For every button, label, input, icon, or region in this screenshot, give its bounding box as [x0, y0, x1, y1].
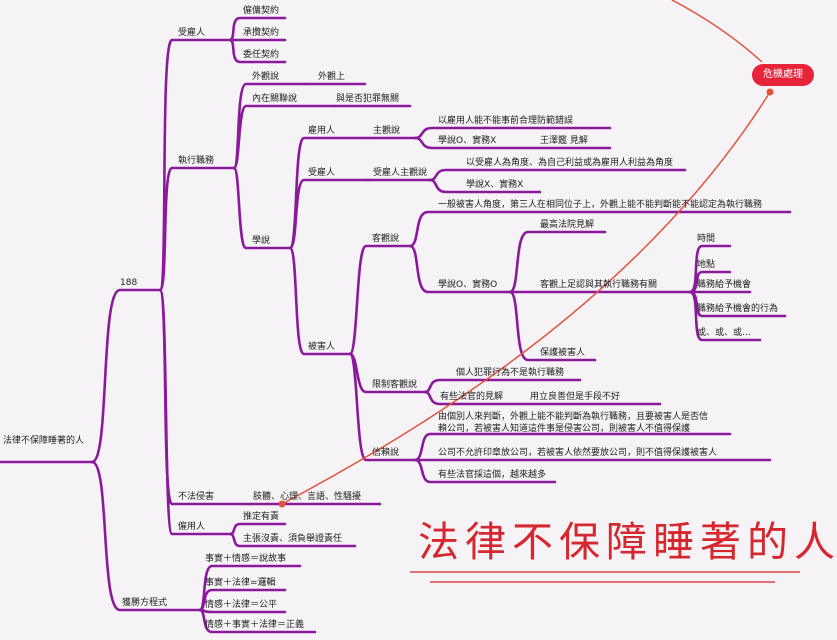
- node-objective-appearance-note: 外觀上: [318, 72, 346, 82]
- reliance-criterion-1: 由個別人來判斷，外觀上能不能判斷為執行職務，且要被害人是否信: [438, 412, 709, 422]
- contract-employment: 僱傭契約: [243, 6, 280, 16]
- formula-logic: 事實＋法律=邏輯: [205, 578, 276, 588]
- node-limited-objective: 限制客觀說: [372, 380, 418, 390]
- supreme-court-view: 最高法院見解: [540, 220, 595, 230]
- presumed-fault: 推定有責: [243, 512, 280, 522]
- node-employer-subjective: 主觀說: [373, 126, 401, 136]
- node-objective-theory: 客觀說: [372, 234, 400, 244]
- factor-time: 時間: [697, 234, 716, 244]
- objective-sufficient: 客觀上足認與其執行職務有關: [540, 280, 658, 290]
- limited-objective-crime: 個人犯罪行為不是執行職務: [456, 368, 565, 378]
- factor-opportunity-act: 職務給予機會的行為: [697, 304, 779, 314]
- factor-opportunity: 職務給予機會: [697, 280, 752, 290]
- formula-justice: 情感＋事實＋法律＝正義: [205, 620, 305, 630]
- reliance-criterion-2: 賴公司，若被害人知道這件事是侵害公司，則被害人不值得保護: [438, 424, 691, 434]
- employee-subjective-verdict: 學說X、實務X: [466, 180, 524, 190]
- node-victim: 被害人: [308, 342, 336, 352]
- employee-subjective-criterion: 以受雇人為角度、為自己利益或為雇用人利益為角度: [466, 158, 674, 168]
- node-employee-subjective: 受雇人主觀說: [373, 168, 428, 178]
- node-employer: 雇用人: [308, 126, 336, 136]
- burden-of-proof: 主張沒責、須負舉證責任: [243, 534, 343, 544]
- node-reliance: 信賴說: [372, 448, 400, 458]
- protect-victim: 保護被害人: [540, 348, 586, 358]
- node-188: 188: [120, 278, 138, 288]
- node-tort: 不法侵害: [178, 492, 215, 502]
- limited-objective-judges: 有些法官的見解: [440, 392, 504, 402]
- tort-detail: 肢體、心理、言語、性騷擾: [253, 492, 362, 502]
- handwritten-title: 法律不保障睡著的人: [418, 518, 837, 566]
- node-employer-role: 僱用人: [178, 522, 206, 532]
- reliance-seal: 公司不允許印章放公司，若被害人依然要放公司，則不值得保護被害人: [438, 448, 718, 458]
- node-inner-relation: 內在關聯說: [252, 94, 298, 104]
- formula-fairness: 情感＋法律＝公平: [205, 600, 278, 610]
- factor-or: 或、或、或...: [697, 328, 751, 338]
- node-employee-group: 受雇人: [178, 28, 206, 38]
- contract-mandate: 委任契約: [243, 50, 280, 60]
- employer-subjective-criterion: 以雇用人能不能事前合理防範錯誤: [438, 116, 574, 126]
- node-theories: 學說: [252, 236, 271, 246]
- contract-work: 承攬契約: [243, 28, 280, 38]
- limited-objective-means: 用立良善但是手段不好: [530, 392, 621, 402]
- formula-story: 事實＋情感＝說故事: [205, 554, 287, 564]
- employer-subjective-scholar: 王澤鑑 見解: [540, 136, 588, 146]
- factor-place: 地點: [697, 260, 716, 270]
- node-theory-practice-oo: 學說O、實務O: [438, 280, 498, 290]
- node-objective-appearance: 外觀說: [252, 72, 280, 82]
- reliance-judges: 有些法官採這個，越來越多: [438, 470, 547, 480]
- node-exec-duties: 執行職務: [178, 156, 215, 166]
- employer-subjective-verdict: 學說O、實務X: [438, 136, 497, 146]
- crisis-handling-node[interactable]: 危機處理: [752, 64, 814, 86]
- objective-theory-definition: 一般被害人角度，第三人在相同位子上，外觀上能不能判斷能不能認定為執行職務: [438, 200, 763, 210]
- node-employee: 受雇人: [308, 168, 336, 178]
- node-inner-relation-note: 與是否犯罪無關: [336, 94, 400, 104]
- root-label: 法律不保障睡著的人: [3, 436, 85, 446]
- node-winning-formula: 獲勝方程式: [122, 598, 168, 608]
